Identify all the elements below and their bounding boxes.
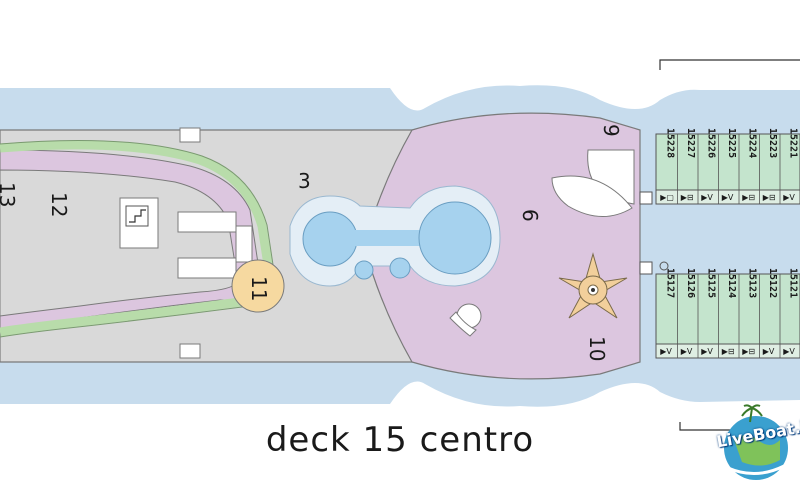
top-cabin-symbols: ▶⊟: [742, 193, 755, 202]
lounge-leaf: [551, 175, 633, 217]
top-cabin-number: 15224: [746, 128, 757, 158]
bottom-cabin-number: 15121: [787, 268, 798, 298]
info-icon: [659, 261, 669, 271]
cabins-bottom-block: [655, 273, 800, 359]
top-cabin-number: 15228: [664, 128, 675, 158]
top-cabin-number: 15226: [705, 128, 716, 158]
bottom-cabin-symbols: ▶⊟: [742, 347, 755, 356]
jacuzzi-left: [354, 260, 374, 280]
top-cabin-symbols: ▶⊟: [681, 193, 694, 202]
top-cabin-symbols: ▶V: [701, 193, 713, 202]
stair-by-bar: [449, 311, 477, 337]
stair-bottom: [179, 343, 201, 359]
jacuzzi-right: [389, 257, 411, 279]
helm-disc: [231, 259, 285, 313]
service-row-bottom: [177, 257, 237, 279]
bottom-cabin-number: 15123: [746, 268, 757, 298]
bottom-cabin-symbols: ▶V: [783, 347, 795, 356]
pool-right: [418, 201, 492, 275]
bottom-cabin-number: 15124: [726, 268, 737, 298]
cabin-labels: 15228 ▶▢ 15227 ▶⊟ 15226 ▶V 15225 ▶V 15224 ▶⊟ 15223…: [660, 128, 798, 356]
bottom-cabin-number: 15127: [664, 268, 675, 298]
top-cabin-symbols: ▶V: [783, 193, 795, 202]
frame-line-top: [659, 59, 800, 70]
top-cabin-number: 15225: [726, 128, 737, 158]
elevator-stub: [235, 225, 253, 263]
area-number-9: 9: [599, 124, 623, 137]
bottom-cabin-number: 15122: [767, 268, 778, 298]
top-cabin-number: 15221: [787, 128, 798, 158]
area-number-13: 13: [0, 182, 19, 207]
cabin-dividers: [677, 134, 781, 358]
area-number-6: 6: [518, 209, 542, 222]
pool-channel: [352, 230, 422, 246]
liveboat-logo: [724, 404, 788, 480]
bottom-cabin-symbols: ▶⊟: [722, 347, 735, 356]
area-number-11: 11: [247, 276, 271, 301]
top-cabin-symbols: ▶▢: [660, 193, 674, 202]
bottom-cabin-symbols: ▶V: [660, 347, 672, 356]
service-row-top: [177, 211, 237, 233]
top-cabin-symbols: ▶⊟: [763, 193, 776, 202]
corridor-icon-bottom: [639, 261, 653, 275]
sun-wheel: [558, 252, 628, 319]
deck-title: deck 15 centro: [265, 420, 535, 460]
bottom-cabin-symbols: ▶V: [763, 347, 775, 356]
area-number-3: 3: [298, 169, 311, 193]
area-number-10: 10: [585, 336, 609, 361]
bottom-cabin-number: 15125: [705, 268, 716, 298]
top-cabin-number: 15223: [767, 128, 778, 158]
cabins-top-block: [655, 133, 800, 205]
area-number-12: 12: [47, 192, 71, 217]
stairs-icon: [129, 209, 146, 223]
top-cabin-number: 15227: [685, 128, 696, 158]
stair-top: [179, 127, 201, 143]
corridor-icon-top: [639, 191, 653, 205]
bottom-cabin-symbols: ▶V: [681, 347, 693, 356]
top-cabin-symbols: ▶V: [722, 193, 734, 202]
bottom-cabin-number: 15126: [685, 268, 696, 298]
pool-left: [302, 211, 358, 267]
bottom-cabin-symbols: ▶V: [701, 347, 713, 356]
